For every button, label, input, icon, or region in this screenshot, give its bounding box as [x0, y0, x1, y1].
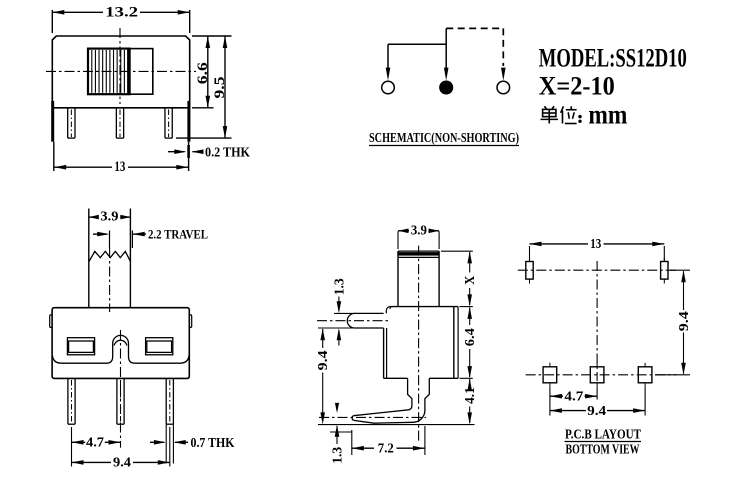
- svg-text:1.3: 1.3: [330, 447, 345, 464]
- svg-text:9.4: 9.4: [676, 311, 691, 331]
- svg-text:4.7: 4.7: [86, 435, 104, 450]
- svg-text:6.4: 6.4: [462, 328, 477, 346]
- svg-text:P.C.B LAYOUT: P.C.B LAYOUT: [565, 427, 641, 442]
- svg-text:mm: mm: [588, 99, 627, 129]
- svg-text:9.4: 9.4: [113, 455, 131, 470]
- svg-text:3.9: 3.9: [411, 223, 427, 238]
- svg-text:0.2 THK: 0.2 THK: [205, 145, 250, 160]
- svg-text:9.4: 9.4: [587, 403, 606, 418]
- svg-text:13: 13: [590, 236, 601, 251]
- svg-text:SCHEMATIC(NON-SHORTING): SCHEMATIC(NON-SHORTING): [369, 130, 519, 145]
- svg-text:2.2 TRAVEL: 2.2 TRAVEL: [148, 228, 208, 242]
- svg-text:3.9: 3.9: [100, 209, 118, 224]
- svg-text:X=2-10: X=2-10: [539, 72, 615, 101]
- svg-text:MODEL:SS12D10: MODEL:SS12D10: [539, 44, 687, 73]
- svg-text:BOTTOM VIEW: BOTTOM VIEW: [566, 442, 640, 457]
- svg-text:13.2: 13.2: [105, 4, 138, 20]
- svg-text:1.3: 1.3: [331, 278, 346, 295]
- svg-text:7.2: 7.2: [378, 440, 394, 455]
- svg-text:0.7 THK: 0.7 THK: [191, 435, 235, 450]
- svg-text:4.7: 4.7: [564, 388, 583, 403]
- svg-text:9.4: 9.4: [315, 350, 330, 370]
- svg-text:9.5: 9.5: [212, 77, 228, 99]
- svg-text:X: X: [462, 276, 477, 285]
- svg-text:6.6: 6.6: [195, 62, 211, 84]
- svg-text:13: 13: [114, 159, 125, 175]
- svg-text:4.1: 4.1: [462, 387, 477, 404]
